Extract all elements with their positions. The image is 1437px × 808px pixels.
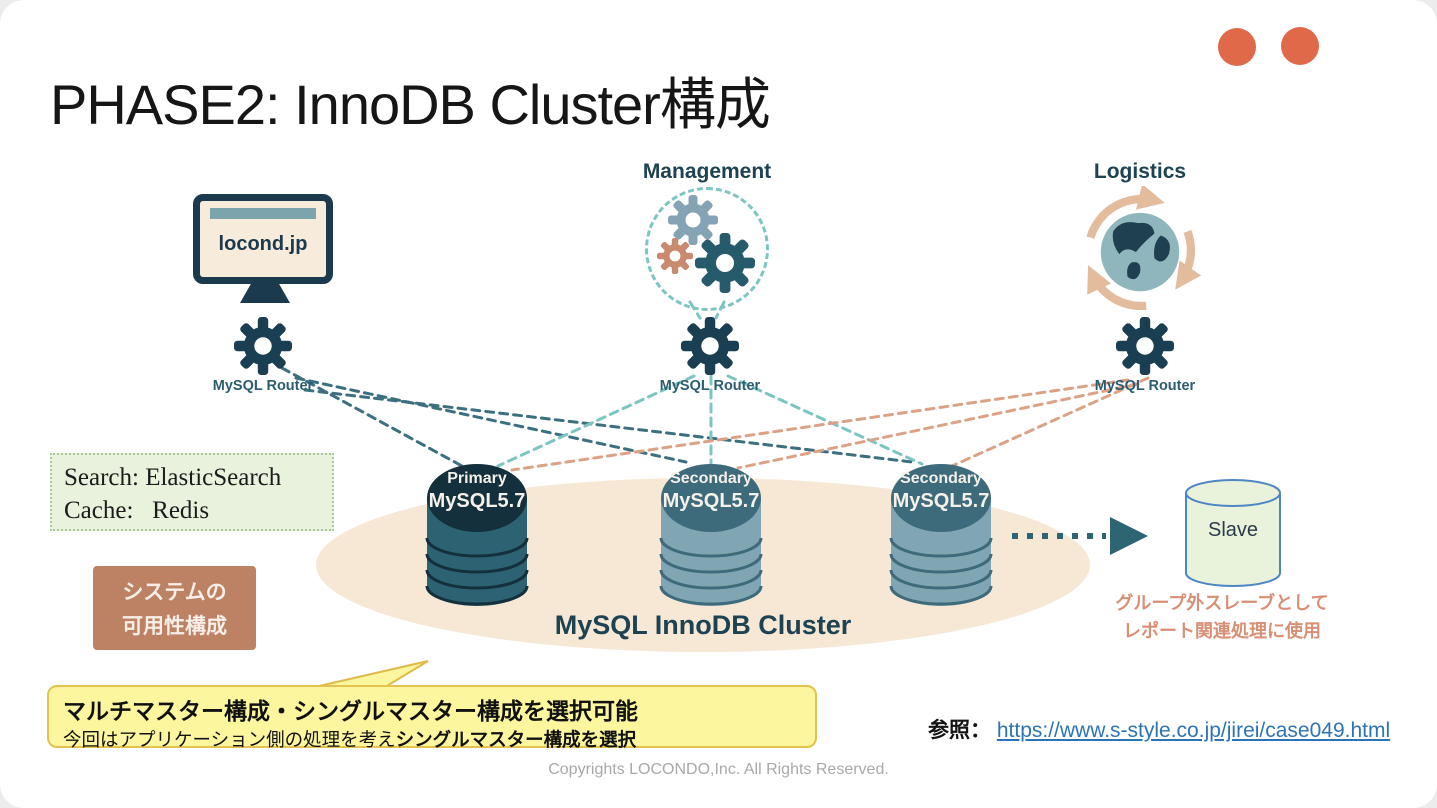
copyright-footer: Copyrights LOCONDO,Inc. All Rights Reser… xyxy=(548,761,889,778)
monitor-stand xyxy=(240,282,290,303)
db-version-label: MySQL5.7 xyxy=(428,490,526,512)
web-client-label: locond.jp xyxy=(218,233,308,255)
db-cylinder-icon xyxy=(425,464,529,606)
innodb-cluster-label: MySQL InnoDB Cluster xyxy=(554,610,852,640)
db-node-secondary: Secondary MySQL5.7 xyxy=(658,460,764,608)
management-gear-icon xyxy=(657,238,693,274)
mysql-router-label: MySQL Router xyxy=(212,378,314,394)
db-node-secondary: Secondary MySQL5.7 xyxy=(888,460,994,608)
accent-dot xyxy=(1281,27,1319,65)
monitor-titlebar xyxy=(210,208,316,219)
management-label: Management xyxy=(642,160,772,183)
accent-dot xyxy=(1218,28,1256,66)
db-role-label: Secondary xyxy=(670,470,752,487)
logistics-router-links xyxy=(510,376,1150,472)
db-role-label: Secondary xyxy=(900,470,982,487)
mysql-router-label: MySQL Router xyxy=(1094,378,1196,394)
callout-line2-bold: シングルマスター構成を選択 xyxy=(395,729,637,750)
search-note-line1: Search: ElasticSearch xyxy=(64,464,282,491)
callout-line2: 今回はアプリケーション側の処理を考えシングルマスター構成を選択 xyxy=(63,726,801,752)
management-dashed-circle xyxy=(645,187,769,311)
slave-note-line1: グループ外スレーブとして xyxy=(1115,593,1329,613)
slave-note: グループ外スレーブとして レポート関連処理に使用 xyxy=(1072,590,1372,646)
globe-cycle-icon xyxy=(1086,186,1202,311)
callout-line1: マルチマスター構成・シングルマスター構成を選択可能 xyxy=(63,698,638,724)
reference-line: 参照： https://www.s-style.co.jp/jirei/case… xyxy=(928,714,1390,744)
db-cylinder-icon xyxy=(889,464,993,606)
db-version-label: MySQL5.7 xyxy=(892,490,990,512)
search-cache-note: Search: ElasticSearch Cache: Redis xyxy=(50,453,334,531)
page-title: PHASE2: InnoDB Cluster構成 xyxy=(50,73,771,136)
availability-line1: システムの xyxy=(122,581,227,604)
db-cylinder-icon xyxy=(1185,479,1281,587)
slave-note-line2: レポート関連処理に使用 xyxy=(1123,620,1321,641)
monitor-icon: locond.jp xyxy=(193,194,333,284)
reference-label: 参照： xyxy=(928,719,991,742)
db-role-label: Primary xyxy=(447,470,507,487)
availability-note: システムの 可用性構成 xyxy=(93,566,256,650)
mysql-router-gear-icon xyxy=(234,317,292,375)
slave-db-node: Slave xyxy=(1183,477,1283,589)
availability-line2: 可用性構成 xyxy=(122,614,227,638)
db-node-primary: Primary MySQL5.7 xyxy=(424,460,530,608)
db-cylinder-icon xyxy=(659,464,763,606)
db-version-label: MySQL5.7 xyxy=(662,490,760,512)
management-gear-icon xyxy=(695,233,755,293)
web-router-links xyxy=(280,366,914,468)
master-config-callout: マルチマスター構成・シングルマスター構成を選択可能 今回はアプリケーション側の処… xyxy=(47,685,817,750)
mysql-router-gear-icon xyxy=(1116,317,1174,375)
cache-note-line2: Cache: Redis xyxy=(64,497,210,524)
logistics-label: Logistics xyxy=(1093,160,1187,183)
mysql-router-gear-icon xyxy=(681,317,739,375)
callout-line2-normal: 今回はアプリケーション側の処理を考え xyxy=(63,729,396,750)
mysql-router-label: MySQL Router xyxy=(659,378,761,394)
slave-label: Slave xyxy=(1207,519,1259,541)
reference-link[interactable]: https://www.s-style.co.jp/jirei/case049.… xyxy=(996,719,1391,742)
